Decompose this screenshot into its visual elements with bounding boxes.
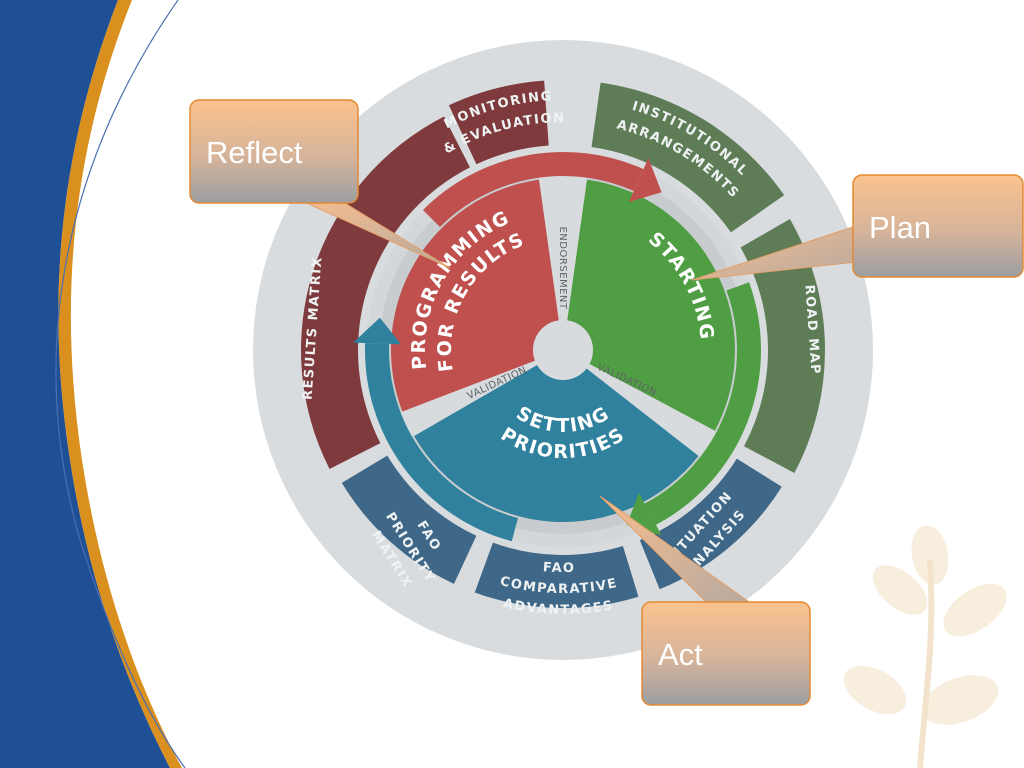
validation-wedge-left [396, 350, 563, 439]
endorsement-wedge [538, 172, 588, 350]
callout-act-box [641, 601, 811, 706]
slide-decoration [0, 0, 186, 768]
cycle-arrow-red [422, 152, 644, 228]
callout-reflect-text: Reflect [206, 135, 303, 170]
callout-reflect-box [189, 99, 359, 204]
outer-segment-results-matrix [301, 116, 470, 469]
callout-plan: Plan [691, 174, 1024, 281]
label-endorsement-line-1: ENDORSEMENT [557, 226, 568, 309]
core-segment-starting [563, 179, 736, 431]
label-road-map-line-1: ROAD MAP [801, 284, 822, 375]
cycle-arrow-red-head [628, 158, 662, 203]
cycle-arrow-teal [365, 343, 519, 542]
callout-plan-text: Plan [869, 210, 931, 245]
cycle-arrow-teal-head [353, 317, 402, 345]
validation-wedge-right [563, 350, 721, 460]
blue-band [0, 0, 170, 768]
callout-reflect: Reflect [189, 99, 451, 269]
callout-act: Act [599, 495, 811, 706]
cycle-arrow-green [644, 282, 761, 525]
callout-act-text: Act [658, 637, 703, 672]
core-segment-setting-priorities [414, 350, 699, 522]
thin-blue-line [55, 0, 186, 768]
outer-segment-institutional-arrangements [591, 82, 785, 233]
outer-segment-monitoring-evaluation [448, 80, 549, 165]
hub [533, 320, 593, 380]
outer-segment-road-map [740, 219, 826, 474]
core-segment-programming-for-results [390, 179, 563, 412]
callout-plan-box [852, 174, 1024, 278]
outer-segment-fao-comparative-advantages [474, 542, 639, 608]
outer-segment-fao-priority-matrix [341, 455, 477, 584]
label-fao-comparative-line-1: FAO [542, 560, 575, 576]
leaf-watermark-icon [843, 525, 1007, 768]
cycle-diagram: MONITORING& EVALUATIONINSTITUTIONALARRAN… [253, 40, 873, 660]
